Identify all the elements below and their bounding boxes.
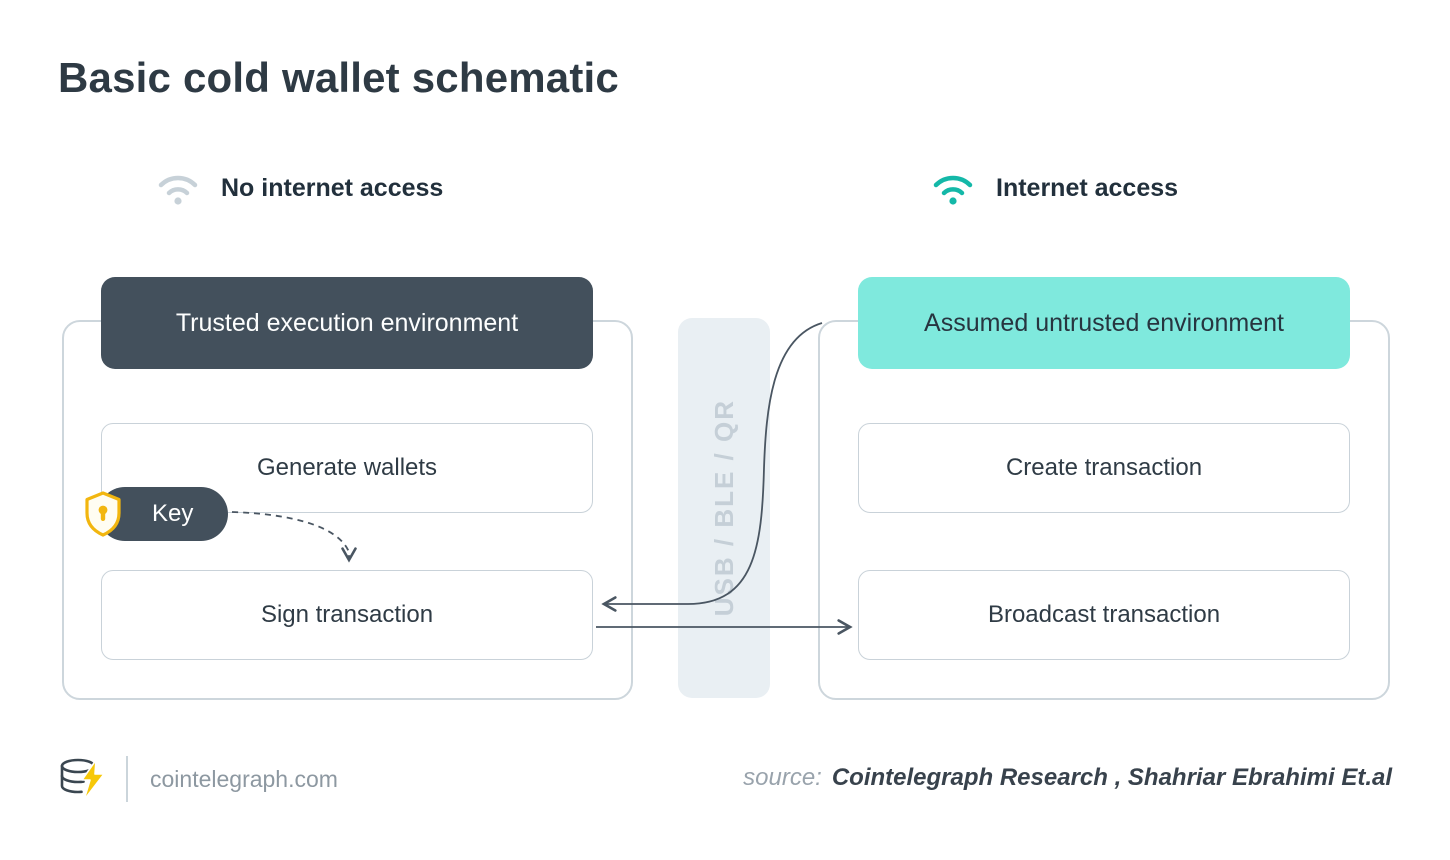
wifi-no-internet-icon [158, 175, 198, 205]
cointelegraph-logo [60, 758, 105, 801]
legend-no-internet: No internet access [155, 170, 443, 206]
footer-source: source: Cointelegraph Research , Shahriar… [743, 764, 1392, 792]
key-badge-label: Key [152, 500, 194, 527]
key-shield-icon [85, 491, 121, 537]
broadcast-transaction-node: Broadcast transaction [858, 570, 1350, 660]
transfer-band-label: USB / BLE / QR [708, 399, 739, 617]
page-title: Basic cold wallet schematic [58, 54, 619, 101]
footer-site-url: cointelegraph.com [150, 766, 338, 792]
transfer-band: USB / BLE / QR [678, 318, 770, 698]
create-transaction-node: Create transaction [858, 423, 1350, 513]
legend-internet: Internet access [930, 170, 1178, 206]
trusted-environment-header: Trusted execution environment [101, 277, 593, 369]
legend-internet-label: Internet access [996, 173, 1179, 202]
source-label: source: [743, 764, 822, 791]
legend-no-internet-label: No internet access [221, 173, 444, 202]
sign-transaction-node: Sign transaction [101, 570, 593, 660]
wifi-internet-icon [933, 175, 973, 205]
footer-divider [126, 756, 128, 802]
untrusted-environment-header: Assumed untrusted environment [858, 277, 1350, 369]
source-value: Cointelegraph Research , Shahriar Ebrahi… [831, 764, 1392, 791]
